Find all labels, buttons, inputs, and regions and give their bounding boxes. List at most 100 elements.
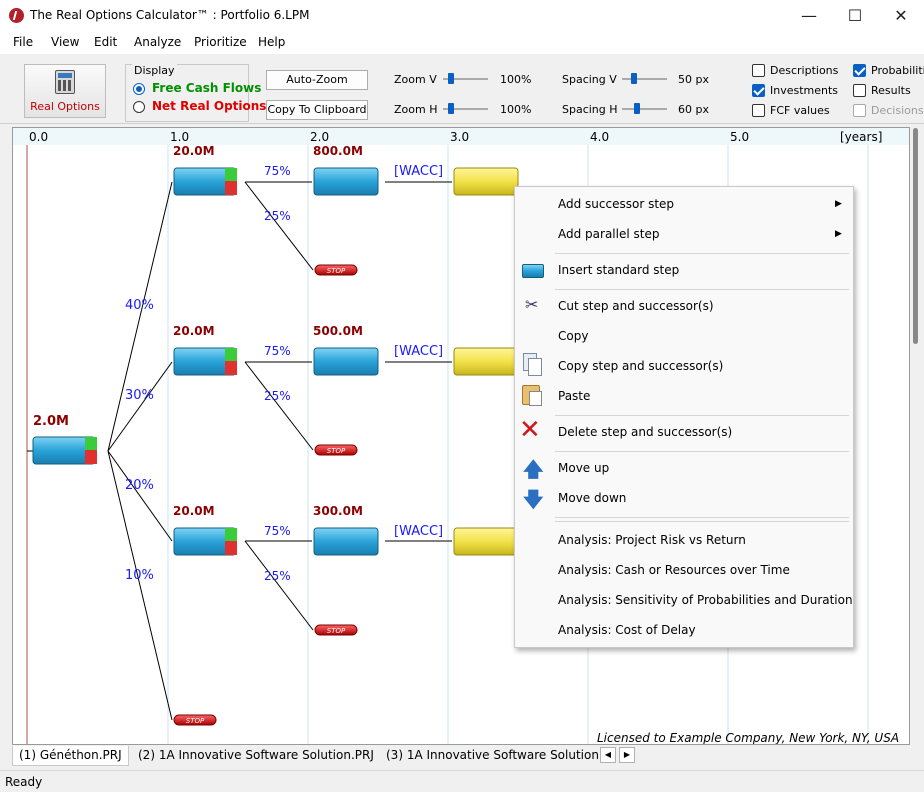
branch-2-step-2[interactable] <box>313 347 379 376</box>
menu-move-up[interactable]: Move up <box>558 461 610 475</box>
free-cash-flows-label[interactable]: Free Cash Flows <box>152 81 262 95</box>
zoom-h-slider[interactable] <box>443 108 488 110</box>
menu-analysis-cost-of-delay[interactable]: Analysis: Cost of Delay <box>558 623 696 637</box>
menu-analysis-cash-over-time[interactable]: Analysis: Cash or Resources over Time <box>558 563 790 577</box>
branch-1-step-1-value: 20.0M <box>173 144 215 158</box>
menu-add-parallel-step[interactable]: Add parallel step <box>558 227 660 241</box>
tick-0: 0.0 <box>29 130 48 144</box>
tick-3: 3.0 <box>450 130 469 144</box>
stop-label: STOP <box>327 447 346 455</box>
copy-icon-front <box>528 358 542 376</box>
decisions-checkbox[interactable] <box>853 104 866 117</box>
menu-paste[interactable]: Paste <box>558 389 591 403</box>
tree-edges <box>27 181 452 721</box>
fcf-values-label[interactable]: FCF values <box>770 104 830 117</box>
spacing-v-slider[interactable] <box>622 78 667 80</box>
branch-3-terminal-step[interactable] <box>453 527 519 556</box>
branch-1-discount: [WACC] <box>394 164 443 179</box>
menu-separator <box>555 517 849 518</box>
tick-1: 1.0 <box>170 130 189 144</box>
decisions-label[interactable]: Decisions <box>871 104 924 117</box>
results-label[interactable]: Results <box>871 84 911 97</box>
spacing-h-thumb[interactable] <box>634 103 640 114</box>
menu-bar: File View Edit Analyze Prioritize Help <box>0 32 924 54</box>
calculator-icon <box>55 70 75 94</box>
menu-move-down[interactable]: Move down <box>558 491 627 505</box>
branch-3-step-1-value: 20.0M <box>173 504 215 518</box>
auto-zoom-button[interactable]: Auto-Zoom <box>266 70 368 90</box>
zoom-v-label: Zoom V <box>394 73 437 86</box>
net-real-options-radio[interactable] <box>133 101 145 113</box>
spacing-v-thumb[interactable] <box>631 73 637 84</box>
branch-4-stop-node[interactable]: STOP <box>173 714 217 726</box>
spacing-v-label: Spacing V <box>562 73 617 86</box>
menu-help[interactable]: Help <box>258 35 286 49</box>
timeline-band <box>13 128 909 145</box>
menu-view[interactable]: View <box>51 35 80 49</box>
investments-label[interactable]: Investments <box>770 84 839 97</box>
branch-1-stop-prob: 25% <box>264 209 291 223</box>
zoom-h-value: 100% <box>500 103 532 116</box>
zoom-h-thumb[interactable] <box>448 103 454 114</box>
branch-1-continue-prob: 75% <box>264 164 291 178</box>
net-real-options-label[interactable]: Net Real Options <box>152 99 267 113</box>
menu-analysis-risk-return[interactable]: Analysis: Project Risk vs Return <box>558 533 746 547</box>
branch-1-step-2[interactable] <box>313 167 379 196</box>
fcf-values-checkbox[interactable] <box>752 104 765 117</box>
zoom-v-thumb[interactable] <box>448 73 454 84</box>
paste-icon-sheet <box>529 391 542 406</box>
tab-scroll-left-icon[interactable]: ◀ <box>600 747 616 763</box>
license-text: Licensed to Example Company, New York, N… <box>597 731 899 745</box>
investments-checkbox[interactable] <box>752 84 765 97</box>
tab-scroll-right-icon[interactable]: ▶ <box>619 747 635 763</box>
branch-1-stop-node[interactable]: STOP <box>314 264 358 276</box>
menu-insert-standard-step[interactable]: Insert standard step <box>558 263 680 277</box>
menu-add-successor-step[interactable]: Add successor step <box>558 197 675 211</box>
standard-step-icon <box>522 264 544 278</box>
minimize-button[interactable]: — <box>801 6 817 25</box>
real-options-button[interactable]: Real Options <box>24 64 106 118</box>
stop-label: STOP <box>327 267 346 275</box>
branch-3-stop-prob: 25% <box>264 569 291 583</box>
menu-analysis-sensitivity[interactable]: Analysis: Sensitivity of Probabilities a… <box>558 593 853 607</box>
branch-2-step-1[interactable] <box>173 347 237 376</box>
menu-analyze[interactable]: Analyze <box>134 35 182 49</box>
branch-3-step-1[interactable] <box>173 527 237 556</box>
branch-3-step-2[interactable] <box>313 527 379 556</box>
descriptions-checkbox[interactable] <box>752 64 765 77</box>
status-bar: Ready <box>0 770 924 792</box>
zoom-v-slider[interactable] <box>443 78 488 80</box>
stop-label: STOP <box>186 717 205 725</box>
branch-2-stop-node[interactable]: STOP <box>314 444 358 456</box>
branch-prob-2: 30% <box>125 388 154 403</box>
menu-copy-step[interactable]: Copy step and successor(s) <box>558 359 724 373</box>
menu-copy[interactable]: Copy <box>558 329 589 343</box>
tab-genethon[interactable]: (1) Généthon.PRJ <box>12 746 129 766</box>
close-button[interactable]: ✕ <box>894 6 908 25</box>
menu-delete-step[interactable]: Delete step and successor(s) <box>558 425 733 439</box>
free-cash-flows-radio[interactable] <box>133 83 145 95</box>
scrollbar-thumb[interactable] <box>913 128 918 344</box>
branch-1-terminal-step[interactable] <box>453 167 519 196</box>
menu-separator <box>555 451 849 452</box>
probabilities-label[interactable]: Probabilities <box>871 64 924 77</box>
probabilities-checkbox[interactable] <box>853 64 866 77</box>
descriptions-label[interactable]: Descriptions <box>770 64 839 77</box>
branch-1-step-1[interactable] <box>173 167 237 196</box>
menu-edit[interactable]: Edit <box>94 35 118 49</box>
status-text: Ready <box>5 775 43 789</box>
maximize-button[interactable]: ☐ <box>847 6 863 25</box>
copy-to-clipboard-button[interactable]: Copy To Clipboard <box>266 100 368 120</box>
tab-innovative-software-2[interactable]: (3) 1A Innovative Software Solution - <box>386 748 600 762</box>
menu-file[interactable]: File <box>13 35 34 49</box>
branch-3-stop-node[interactable]: STOP <box>314 624 358 636</box>
menu-cut-step[interactable]: Cut step and successor(s) <box>558 299 714 313</box>
tab-innovative-software-1[interactable]: (2) 1A Innovative Software Solution.PRJ <box>138 748 374 762</box>
menu-prioritize[interactable]: Prioritize <box>194 35 247 49</box>
spacing-h-slider[interactable] <box>622 108 667 110</box>
branch-prob-1: 40% <box>125 298 154 313</box>
branch-2-terminal-step[interactable] <box>453 347 519 376</box>
display-legend: Display <box>132 64 177 77</box>
root-step[interactable] <box>32 436 97 465</box>
results-checkbox[interactable] <box>853 84 866 97</box>
